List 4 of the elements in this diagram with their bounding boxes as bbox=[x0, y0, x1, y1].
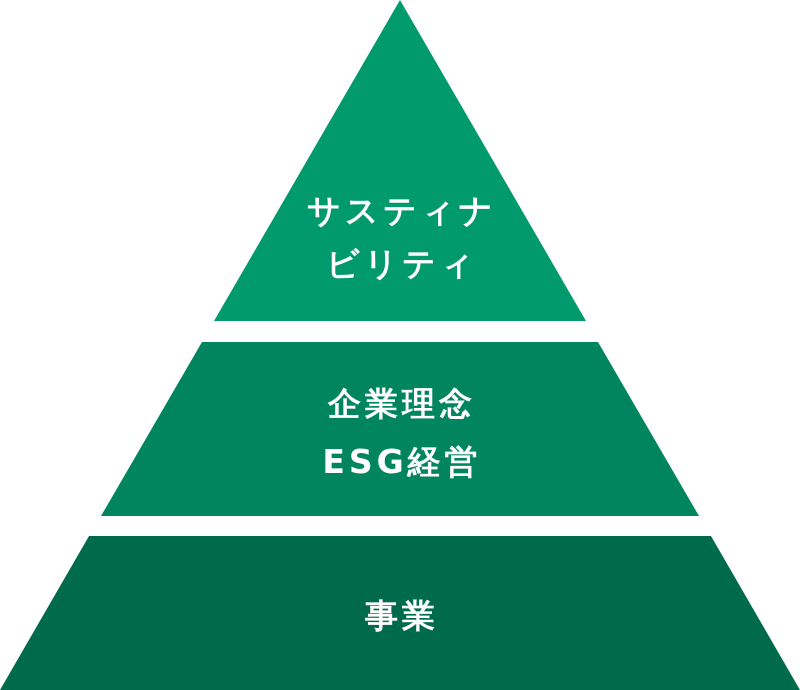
tier-label: ESG経営 bbox=[321, 441, 482, 483]
tier-label: サスティナビリティ bbox=[306, 190, 498, 285]
tier-label: 企業理念 bbox=[326, 383, 476, 425]
tier-label: 事業 bbox=[364, 595, 439, 637]
